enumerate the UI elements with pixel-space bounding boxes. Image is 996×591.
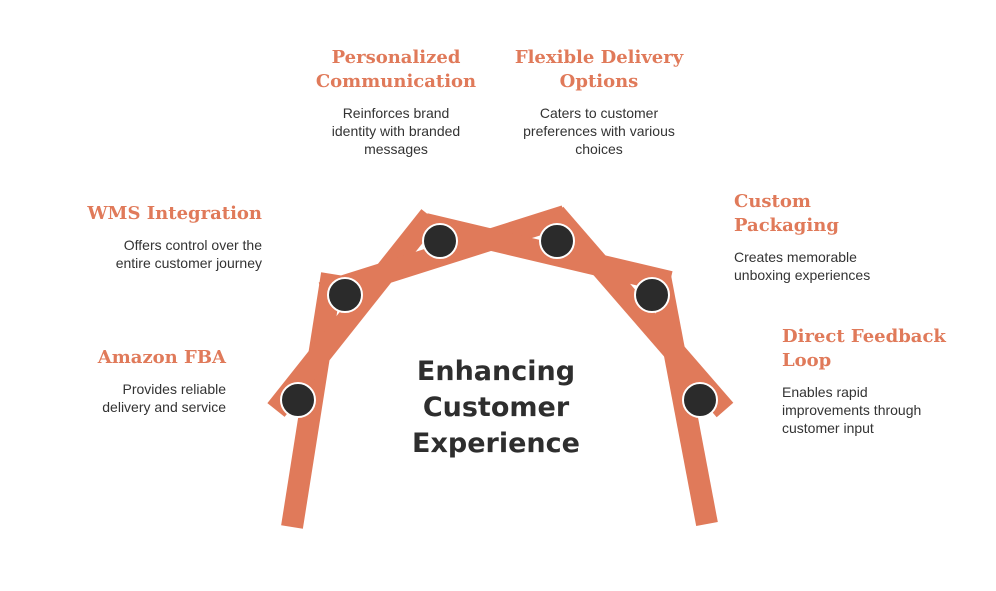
- item-desc: Creates memorable unboxing experiences: [734, 248, 944, 284]
- item-personalized-communication: Personalized Communication Reinforces br…: [294, 46, 498, 158]
- item-desc-line: Provides reliable: [122, 381, 227, 397]
- item-desc-line: unboxing experiences: [734, 267, 871, 283]
- item-desc: Reinforces brand identity with branded m…: [294, 104, 498, 158]
- item-desc: Offers control over the entire customer …: [40, 236, 262, 272]
- item-title: WMS Integration: [40, 202, 262, 226]
- item-desc-line: messages: [364, 141, 428, 157]
- item-title: Flexible Delivery Options: [494, 46, 704, 94]
- center-title-line: Experience: [412, 428, 580, 459]
- item-wms-integration: WMS Integration Offers control over the …: [40, 202, 262, 272]
- item-title-line: Communication: [315, 71, 477, 92]
- item-desc: Provides reliable delivery and service: [40, 380, 226, 416]
- center-title: Enhancing Customer Experience: [396, 354, 596, 462]
- item-desc: Caters to customer preferences with vari…: [494, 104, 704, 158]
- arch-bar: [546, 206, 734, 418]
- item-title: Direct Feedback Loop: [782, 325, 982, 373]
- item-desc-line: choices: [575, 141, 623, 157]
- item-title-line: Amazon FBA: [97, 347, 226, 368]
- item-title-line: Direct Feedback: [782, 326, 946, 347]
- item-desc-line: Reinforces brand: [342, 105, 450, 121]
- node-dot: [682, 382, 718, 418]
- item-amazon-fba: Amazon FBA Provides reliable delivery an…: [40, 346, 226, 416]
- center-title-line: Enhancing: [416, 356, 576, 387]
- item-desc-line: Enables rapid: [782, 384, 868, 400]
- item-desc-line: preferences with various: [523, 123, 675, 139]
- item-direct-feedback-loop: Direct Feedback Loop Enables rapid impro…: [782, 325, 982, 437]
- item-title-line: Flexible Delivery: [514, 47, 684, 68]
- item-desc-line: Offers control over the: [123, 237, 262, 253]
- node-dot: [422, 223, 458, 259]
- item-desc-line: delivery and service: [102, 399, 226, 415]
- item-title: Amazon FBA: [40, 346, 226, 370]
- item-flexible-delivery-options: Flexible Delivery Options Caters to cust…: [494, 46, 704, 158]
- item-title-line: Loop: [782, 350, 832, 371]
- item-desc-line: identity with branded: [331, 123, 461, 139]
- item-custom-packaging: Custom Packaging Creates memorable unbox…: [734, 190, 944, 284]
- item-desc-line: Caters to customer: [539, 105, 659, 121]
- item-title-line: Options: [559, 71, 639, 92]
- node-dot: [280, 382, 316, 418]
- item-desc-line: entire customer journey: [115, 255, 262, 271]
- item-desc-line: improvements through: [782, 402, 922, 418]
- item-desc: Enables rapid improvements through custo…: [782, 383, 982, 437]
- item-title-line: Custom: [734, 191, 811, 212]
- node-dot: [539, 223, 575, 259]
- item-title-line: WMS Integration: [87, 203, 262, 224]
- item-title: Custom Packaging: [734, 190, 944, 238]
- node-dot: [634, 277, 670, 313]
- node-dot: [327, 277, 363, 313]
- center-title-line: Customer: [422, 392, 570, 423]
- item-title-line: Personalized: [331, 47, 461, 68]
- arch-nodes: [280, 223, 718, 418]
- arch-bar: [267, 209, 439, 417]
- item-title: Personalized Communication: [294, 46, 498, 94]
- item-desc-line: customer input: [782, 420, 874, 436]
- item-desc-line: Creates memorable: [734, 249, 857, 265]
- item-title-line: Packaging: [734, 215, 839, 236]
